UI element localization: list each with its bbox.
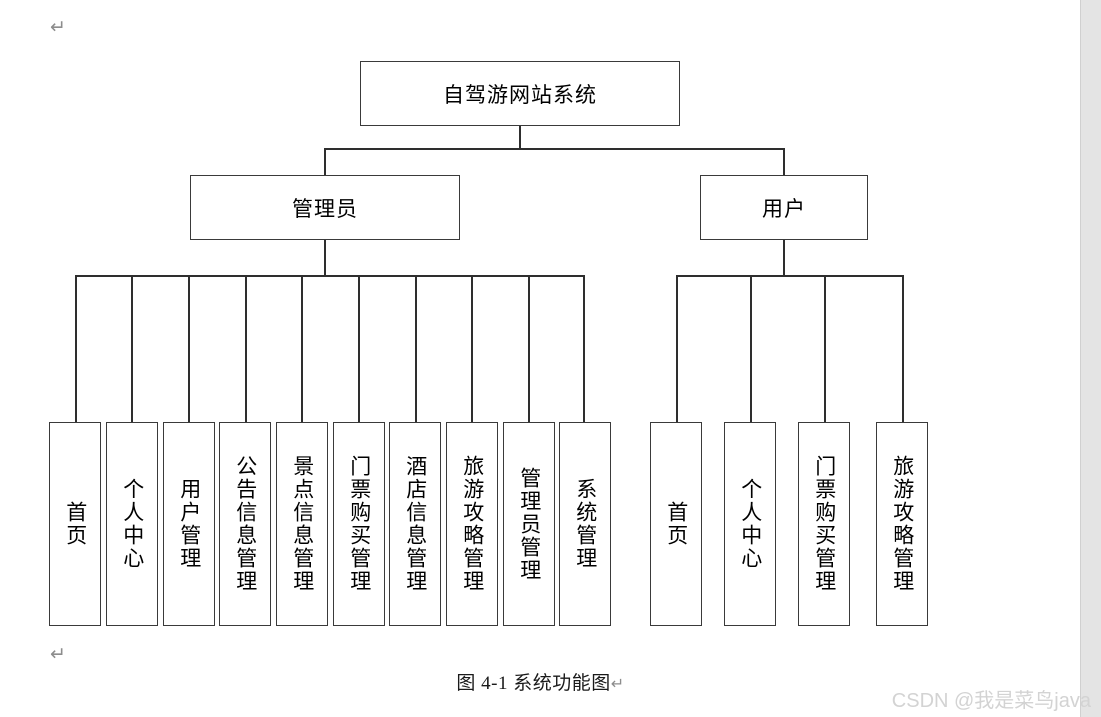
connector-user-drop-1 [676,275,678,422]
node-branch-user: 用户 [700,175,868,240]
leaf-admin-9: 管理员管理 [503,422,555,626]
leaf-admin-2: 个人中心 [106,422,158,626]
leaf-admin-3: 用户管理 [163,422,215,626]
figure-caption: 图 4-1 系统功能图↵ [0,668,1081,695]
leaf-user-4: 旅游攻略管理 [876,422,928,626]
connector-level1-bus [324,148,784,150]
connector-user-drop-4 [902,275,904,422]
leaf-admin-8: 旅游攻略管理 [446,422,498,626]
leaf-admin-7: 酒店信息管理 [389,422,441,626]
paragraph-return-mark-top: ↵ [50,16,66,38]
page-gutter [1081,0,1101,717]
page-gutter-divider [1080,0,1081,717]
connector-admin-bus [75,275,583,277]
connector-user-stem [783,240,785,276]
leaf-admin-5: 景点信息管理 [276,422,328,626]
leaf-user-1: 首页 [650,422,702,626]
connector-drop-user [783,148,785,175]
csdn-watermark: CSDN @我是菜鸟java [891,690,1091,712]
connector-admin-drop-8 [471,275,473,422]
connector-user-drop-3 [824,275,826,422]
connector-admin-drop-6 [358,275,360,422]
connector-admin-drop-5 [301,275,303,422]
connector-admin-drop-3 [188,275,190,422]
paragraph-return-mark-bottom: ↵ [50,643,66,665]
connector-admin-drop-4 [245,275,247,422]
node-branch-admin: 管理员 [190,175,460,240]
connector-admin-drop-7 [415,275,417,422]
caption-return-mark: ↵ [610,674,625,693]
connector-admin-drop-9 [528,275,530,422]
leaf-admin-4: 公告信息管理 [219,422,271,626]
connector-admin-stem [324,240,326,276]
figure-caption-text: 图 4-1 系统功能图 [456,673,611,694]
connector-root-stem [519,126,521,148]
connector-admin-drop-2 [131,275,133,422]
connector-user-bus [676,275,904,277]
leaf-user-3: 门票购买管理 [798,422,850,626]
connector-admin-drop-1 [75,275,77,422]
node-root: 自驾游网站系统 [360,61,680,126]
leaf-user-2: 个人中心 [724,422,776,626]
leaf-admin-10: 系统管理 [559,422,611,626]
connector-user-drop-2 [750,275,752,422]
leaf-admin-1: 首页 [49,422,101,626]
leaf-admin-6: 门票购买管理 [333,422,385,626]
connector-admin-drop-10 [583,275,585,422]
connector-drop-admin [324,148,326,175]
